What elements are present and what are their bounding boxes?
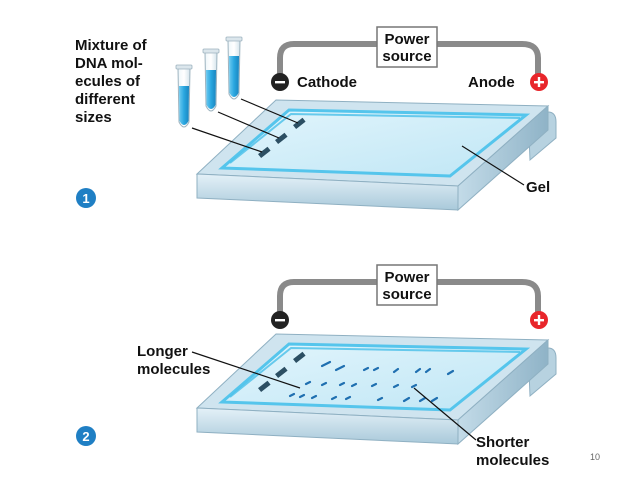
- cathode-label: Cathode: [297, 74, 357, 91]
- power-source-box-2: Power source: [376, 264, 438, 306]
- svg-text:Shorter: Shorter: [476, 434, 530, 451]
- test-tube-3: [225, 36, 243, 100]
- test-tube-1: [175, 64, 193, 128]
- longer-pointer-line: [191, 351, 301, 389]
- power-wire: [277, 41, 541, 83]
- shorter-pointer-line: [413, 387, 477, 441]
- svg-text:Longer: Longer: [137, 343, 188, 360]
- svg-text:2: 2: [82, 429, 89, 444]
- panel-2: Power source: [76, 264, 557, 469]
- anode-label: Anode: [468, 74, 515, 91]
- power-source-line2: source: [382, 48, 431, 65]
- cathode-icon-2: [271, 311, 289, 329]
- svg-text:DNA mol-: DNA mol-: [75, 55, 143, 72]
- anode-icon: [530, 73, 548, 91]
- cathode-icon: [271, 73, 289, 91]
- svg-text:molecules: molecules: [476, 452, 549, 469]
- test-tube-2: [202, 48, 220, 112]
- svg-text:ecules of: ecules of: [75, 73, 141, 90]
- power-source-box: Power source: [376, 26, 438, 68]
- power-wire-2: [277, 279, 541, 321]
- step-badge-1: 1: [76, 188, 96, 208]
- svg-text:Mixture of: Mixture of: [75, 37, 148, 54]
- power-source-line2-2: source: [382, 286, 431, 303]
- sample-wells-2: [258, 351, 306, 393]
- longer-molecules-label: Longer molecules: [137, 343, 210, 378]
- step-badge-2: 2: [76, 426, 96, 446]
- gel-tray-2: [195, 333, 557, 446]
- mixture-label: Mixture of DNA mol- ecules of different …: [75, 37, 148, 126]
- dna-bands: [288, 360, 455, 403]
- gel-pointer-line: [461, 145, 525, 186]
- anode-icon-2: [530, 311, 548, 329]
- svg-text:sizes: sizes: [75, 109, 112, 126]
- gel-label: Gel: [526, 179, 550, 196]
- power-source-line1-2: Power: [384, 269, 429, 286]
- panel-1: Power source Cathode Anode: [75, 26, 557, 212]
- svg-text:different: different: [75, 91, 135, 108]
- svg-text:molecules: molecules: [137, 361, 210, 378]
- gel-tray: [195, 99, 557, 212]
- page-number: 10: [590, 452, 600, 462]
- tube-pointer-lines: [191, 98, 299, 153]
- svg-text:1: 1: [82, 191, 89, 206]
- shorter-molecules-label: Shorter molecules: [476, 434, 549, 469]
- power-source-line1: Power: [384, 31, 429, 48]
- sample-wells: [258, 117, 306, 159]
